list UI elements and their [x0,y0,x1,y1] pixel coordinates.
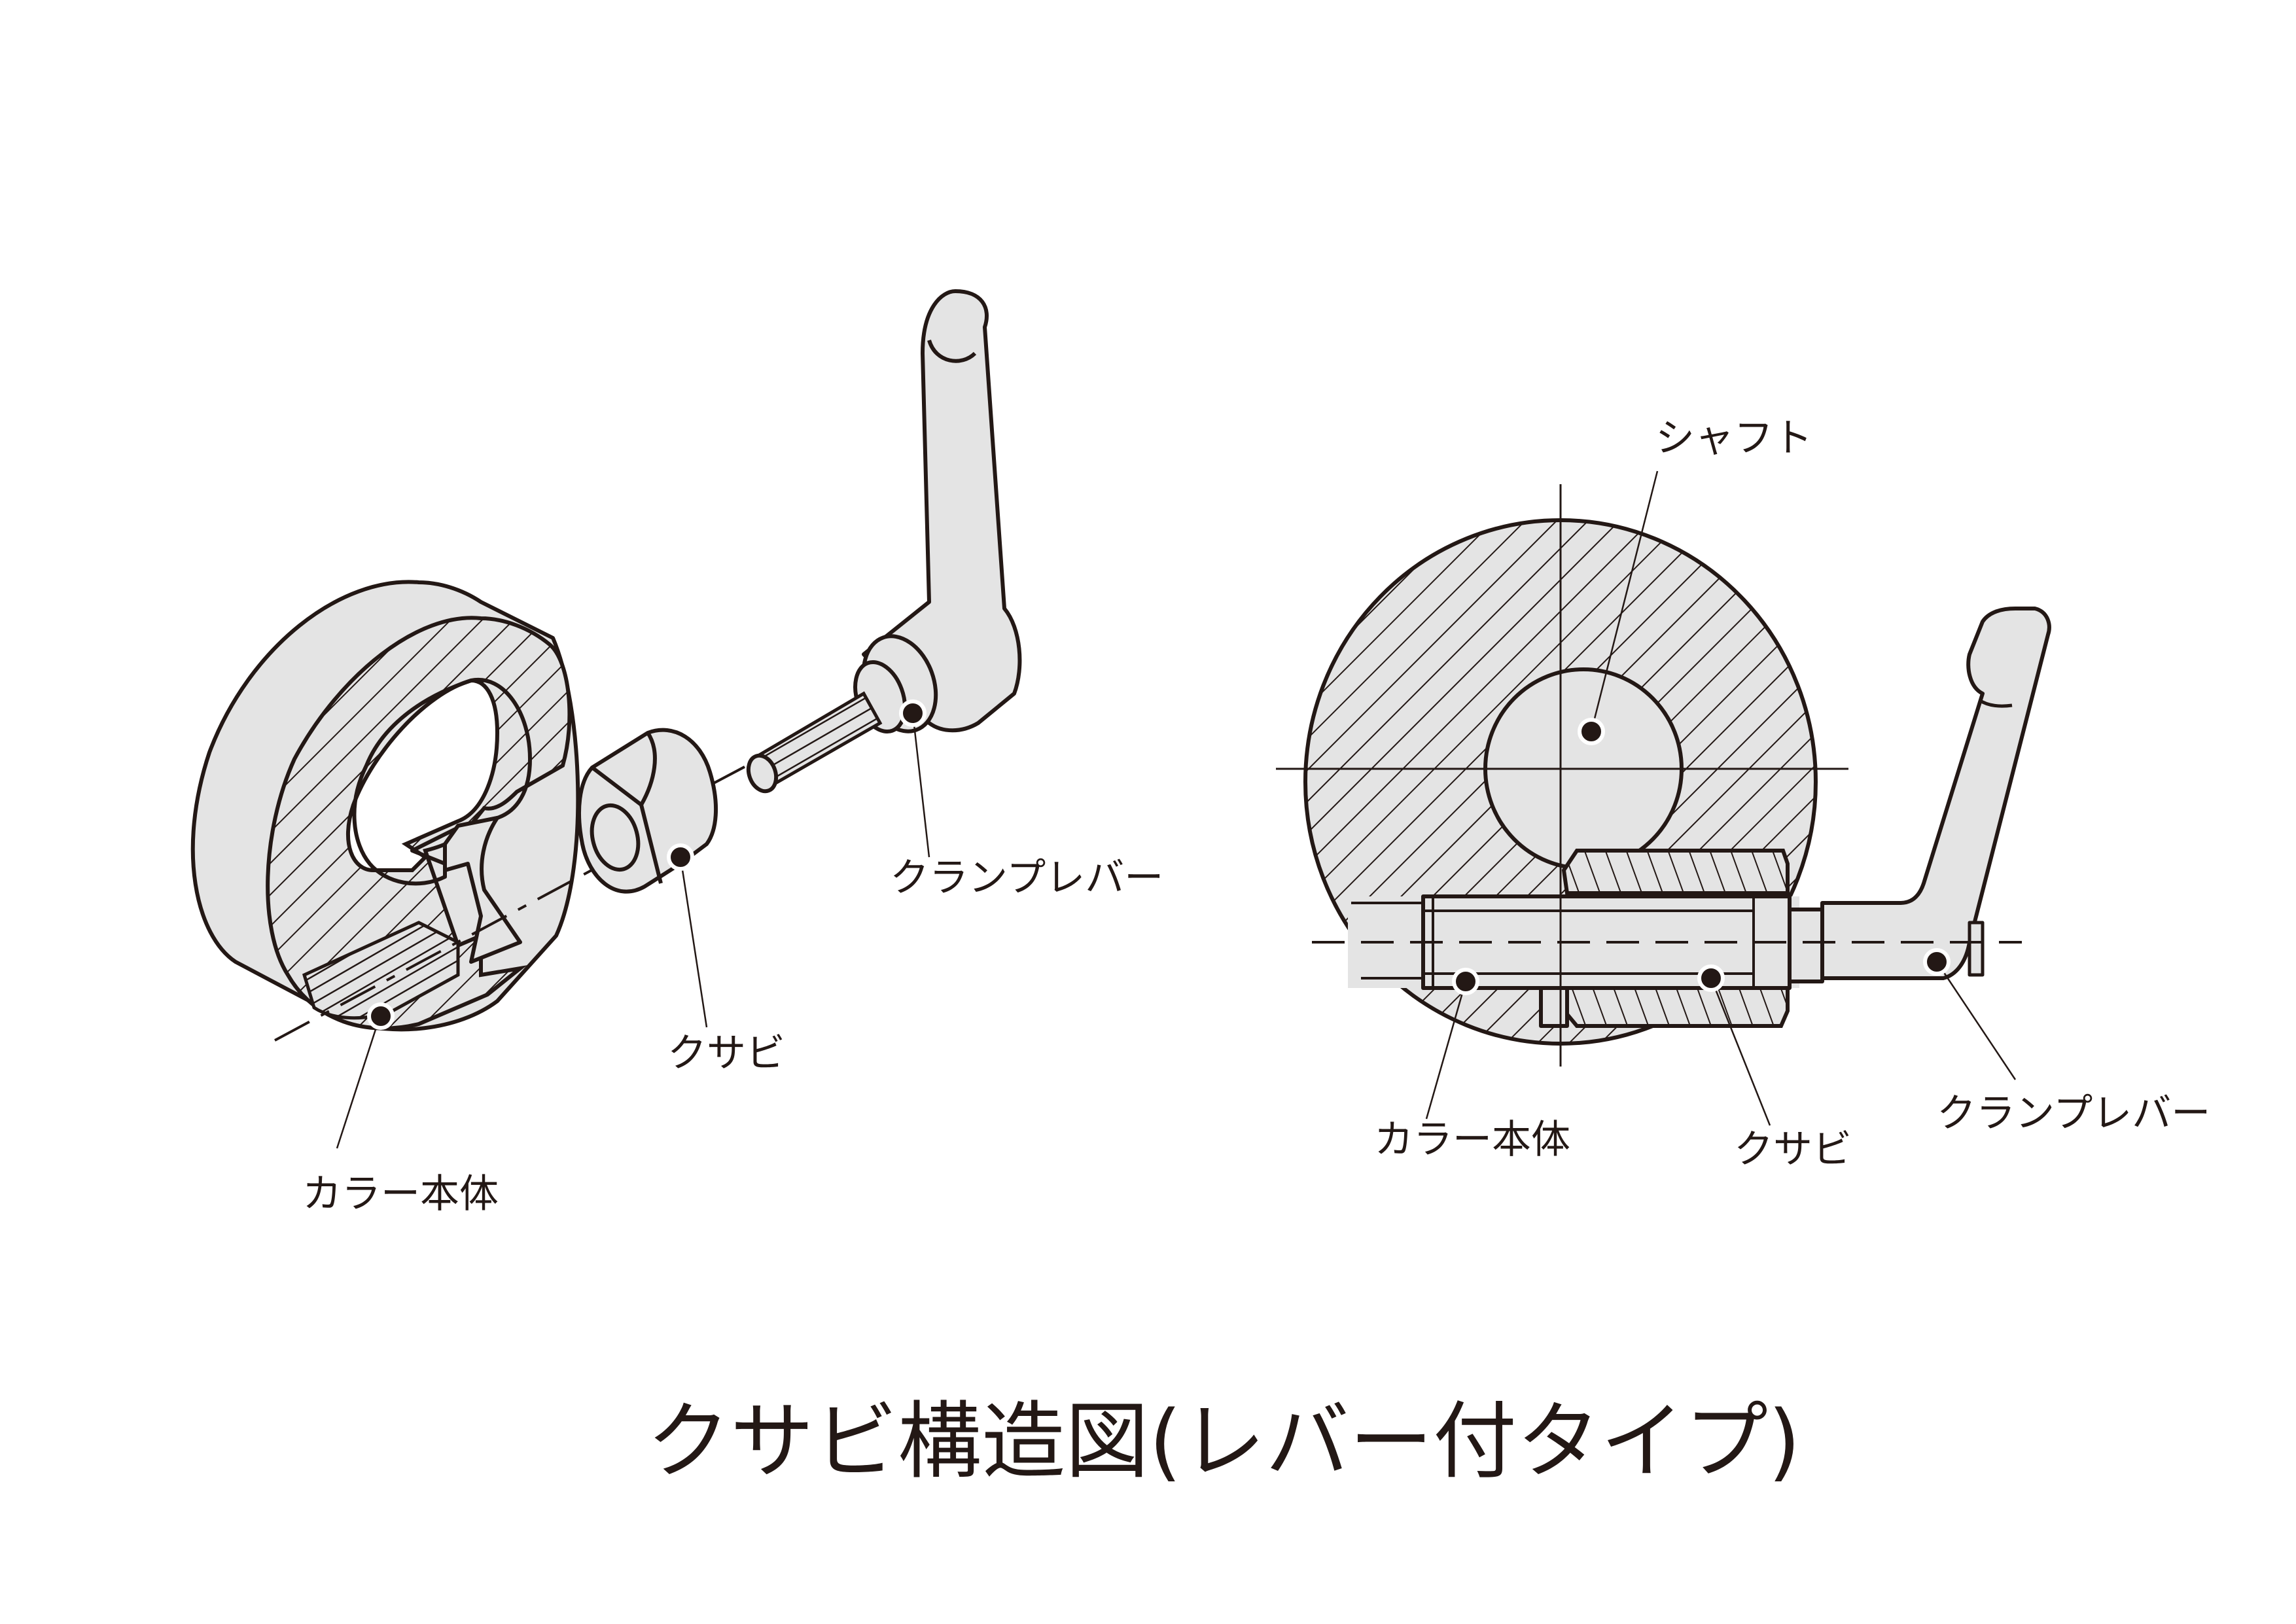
exploded-callouts [336,699,930,1149]
label-shaft-section: シャフト [1655,415,1812,461]
wedge-marker [667,843,694,871]
exploded-view [190,289,1022,1149]
clamp-lever-section [1788,607,2051,983]
wedge-upper-section [1561,849,1790,895]
wedge-part [577,728,718,894]
shaft-marker [1578,718,1605,745]
diagram-title: クサビ構造図(レバー付タイプ) [646,1393,1801,1491]
clamp-lever-marker [1923,948,1951,976]
collar-body-marker [367,1002,395,1030]
collar-body-part [190,580,580,1032]
label-collar-body-section: カラー本体 [1374,1117,1570,1163]
collar-body-marker [1452,968,1479,995]
section-callouts [1425,470,2017,1126]
section-view [1276,470,2051,1126]
clamp-lever-marker [899,699,927,727]
label-collar-body-exploded: カラー本体 [302,1171,499,1217]
wedge-marker [1697,964,1725,992]
clamp-lever-part [746,289,1022,794]
label-wedge-exploded: クサビ [667,1031,785,1076]
label-wedge-section: クサビ [1734,1127,1852,1173]
wedge-lower-section [1565,983,1790,1028]
label-clamp-lever-section: クランプレバー [1937,1091,2211,1137]
label-clamp-lever-exploded: クランプレバー [890,855,1164,901]
axis-line [274,849,629,1042]
